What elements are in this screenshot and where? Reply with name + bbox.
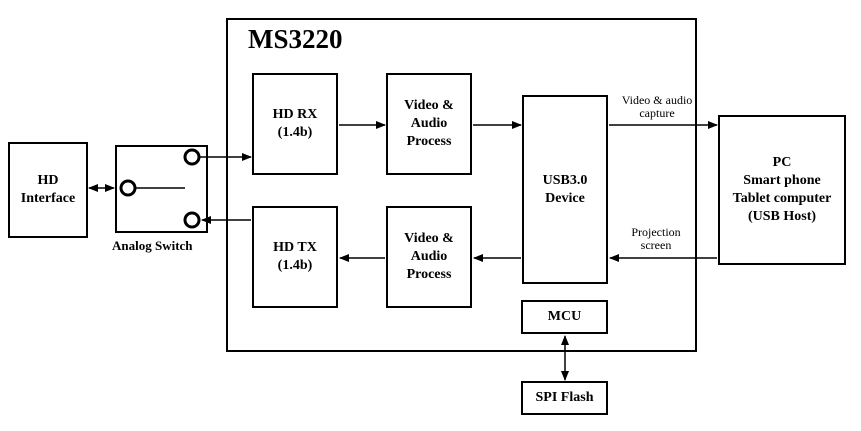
switch-contact-bottom [183,211,201,229]
spi-flash-block: SPI Flash [521,381,608,415]
usb3-device-block: USB3.0 Device [522,95,608,284]
hd-rx-block: HD RX (1.4b) [252,73,338,175]
switch-contact-common [119,179,137,197]
hd-tx-block: HD TX (1.4b) [252,206,338,308]
chip-title: MS3220 [248,24,343,54]
usb-host-block: PC Smart phone Tablet computer (USB Host… [718,115,846,265]
ms3220-chip-boundary [226,18,697,352]
video-audio-process-in-block: Video & Audio Process [386,73,472,175]
video-audio-process-out-block: Video & Audio Process [386,206,472,308]
analog-switch-label: Analog Switch [112,238,193,253]
switch-contact-top [183,148,201,166]
hd-interface-block: HD Interface [8,142,88,238]
mcu-block: MCU [521,300,608,334]
projection-label: Projection screen [631,225,681,252]
analog-switch-block [115,145,208,233]
capture-label: Video & audio capture [621,93,693,120]
